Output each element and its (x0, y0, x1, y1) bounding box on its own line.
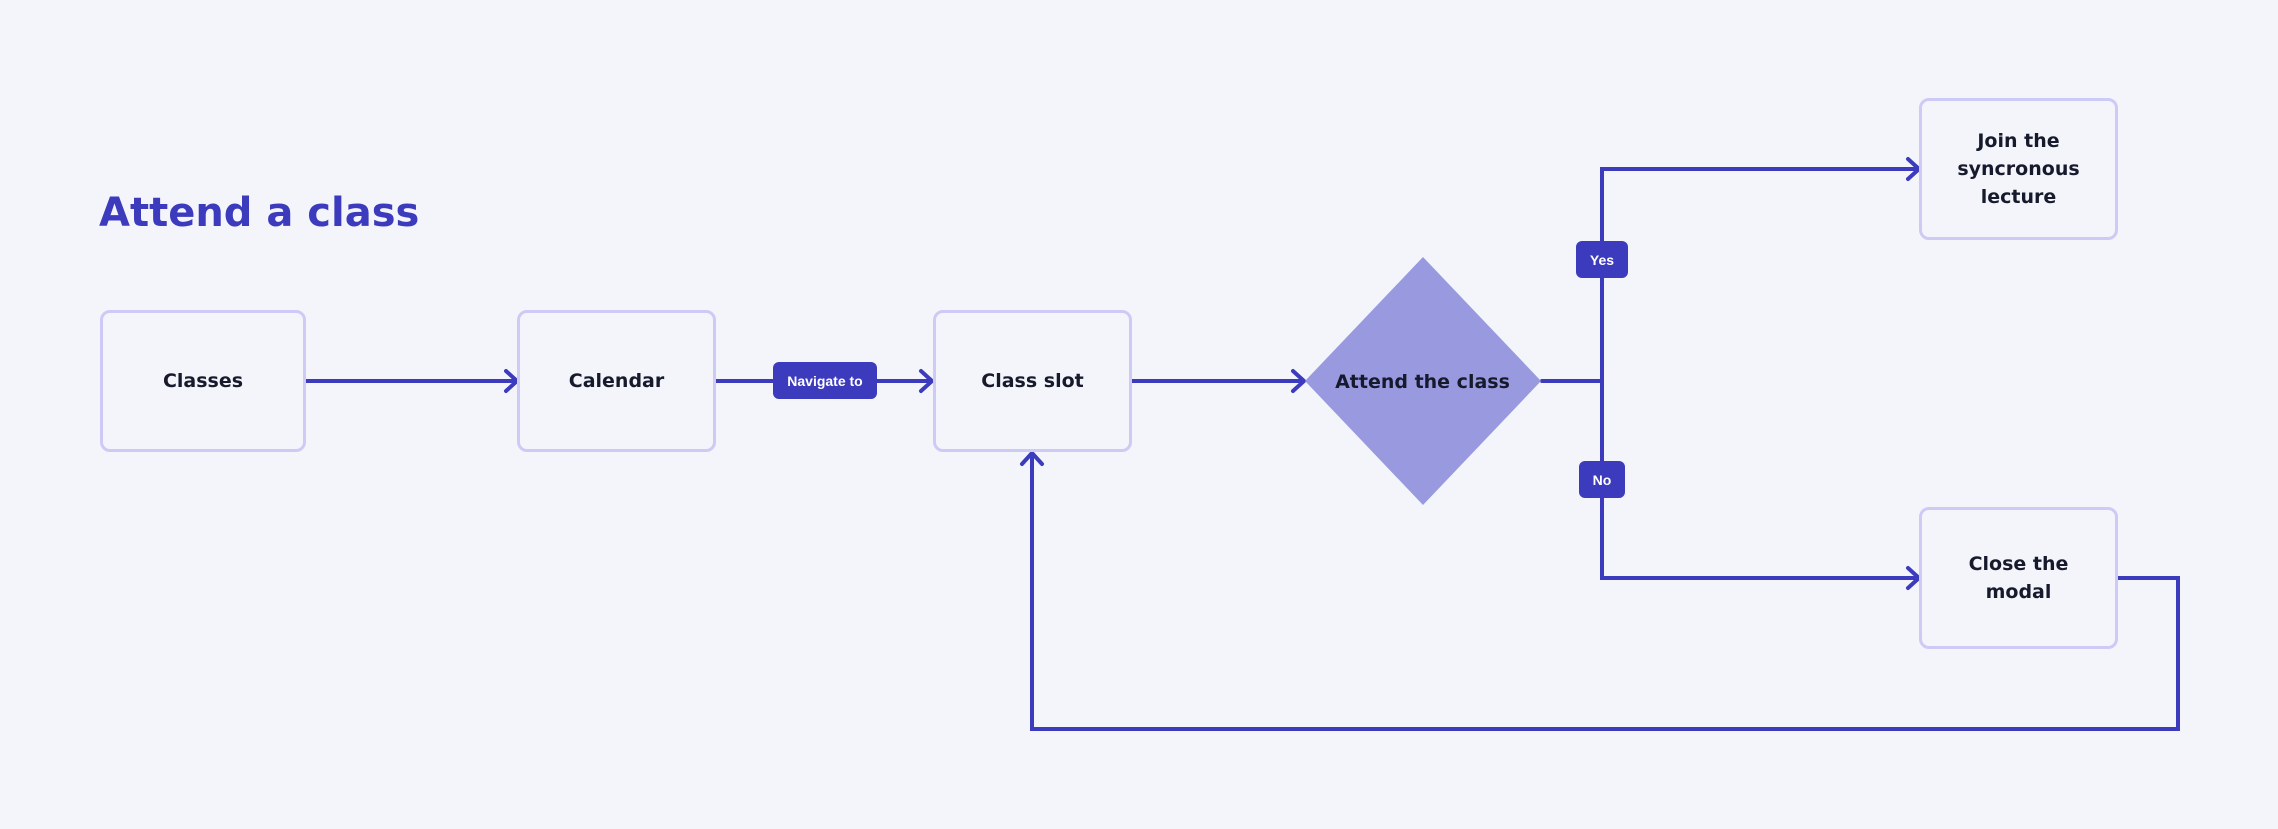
arrowhead-loop-icon (1020, 450, 1044, 466)
node-classes: Classes (100, 310, 306, 452)
decision-diamond (1305, 257, 1541, 505)
node-classes-label: Classes (162, 370, 244, 392)
arrowhead-class-slot-icon (919, 369, 935, 393)
edge-yes-to-join (1600, 167, 1920, 383)
edge-label-navigate: Navigate to (773, 362, 877, 399)
node-calendar: Calendar (517, 310, 716, 452)
edge-close-loop-back (1030, 452, 2180, 731)
node-calendar-label: Calendar (568, 370, 665, 392)
page-title: Attend a class (99, 190, 420, 236)
node-join-lecture: Join the syncronous lecture (1919, 98, 2118, 240)
edge-label-yes: Yes (1576, 241, 1628, 278)
node-decision-label: Attend the class (1335, 371, 1510, 393)
edge-no-to-close (1600, 379, 1920, 580)
node-close-modal: Close the modal (1919, 507, 2118, 649)
node-class-slot: Class slot (933, 310, 1132, 452)
node-join-lecture-label: Join the syncronous lecture (1957, 130, 2080, 208)
node-class-slot-label: Class slot (981, 370, 1084, 392)
node-close-modal-label: Close the modal (1968, 553, 2069, 603)
arrowhead-decision-icon (1291, 369, 1307, 393)
edge-label-no: No (1579, 461, 1625, 498)
